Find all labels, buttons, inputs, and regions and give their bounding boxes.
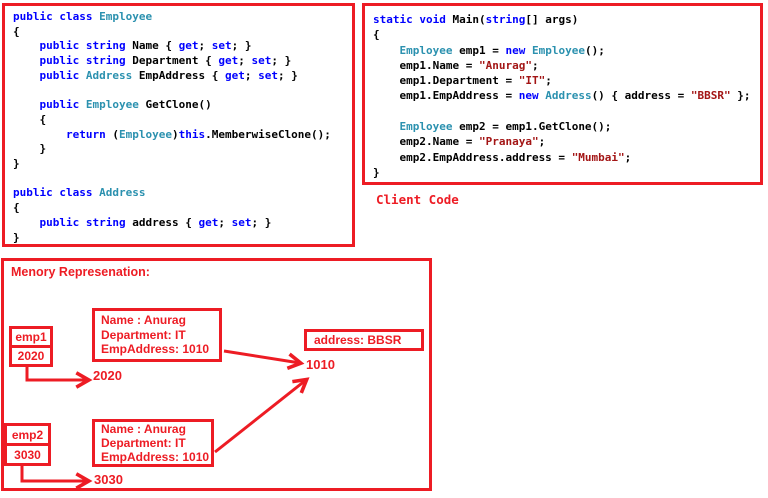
client-code-caption: Client Code: [376, 192, 459, 207]
emp2-stack-variable-box: emp2 3030: [4, 423, 51, 466]
memory-representation-box: Menory Represenation: emp1 2020 emp2 303…: [1, 258, 432, 491]
object1-name-line: Name : Anurag: [101, 313, 186, 327]
employee-class-code: public class Employee { public string Na…: [13, 10, 331, 244]
emp2-to-3030-arrow: [20, 465, 93, 488]
employee-heap-object-1: Name : Anurag Department: IT EmpAddress:…: [92, 308, 222, 362]
emp1-stack-variable-box: emp1 2020: [9, 326, 53, 367]
main-method-code: static void Main(string[] args) { Employ…: [373, 13, 751, 179]
employee-heap-object-2: Name : Anurag Department: IT EmpAddress:…: [92, 419, 214, 467]
main-method-code-box: static void Main(string[] args) { Employ…: [362, 3, 763, 185]
object2-empaddress-line: EmpAddress: 1010: [101, 450, 210, 464]
emp1-reference-value: 2020: [12, 345, 50, 364]
memory-representation-title: Menory Represenation:: [11, 265, 150, 279]
heap-address-label-1010: 1010: [306, 357, 335, 372]
emp2-variable-name: emp2: [11, 427, 44, 442]
object2-department-line: Department: IT: [101, 436, 186, 450]
emp2-reference-value: 3030: [7, 443, 48, 463]
memory-arrows: [20, 349, 310, 488]
object2-name-line: Name : Anurag: [101, 422, 186, 436]
emp1-variable-name: emp1: [15, 330, 47, 344]
object2-to-1010-arrow: [214, 377, 310, 454]
heap-address-label-2020: 2020: [93, 368, 122, 383]
object1-empaddress-line: EmpAddress: 1010: [101, 342, 210, 356]
object1-department-line: Department: IT: [101, 327, 186, 342]
address-heap-object-box: address: BBSR: [304, 329, 424, 351]
object1-to-1010-arrow: [223, 349, 305, 370]
employee-class-code-box: public class Employee { public string Na…: [2, 3, 355, 247]
heap-address-label-3030: 3030: [94, 472, 123, 487]
emp1-to-2020-arrow: [25, 365, 93, 389]
address-object-text: address: BBSR: [314, 333, 402, 347]
